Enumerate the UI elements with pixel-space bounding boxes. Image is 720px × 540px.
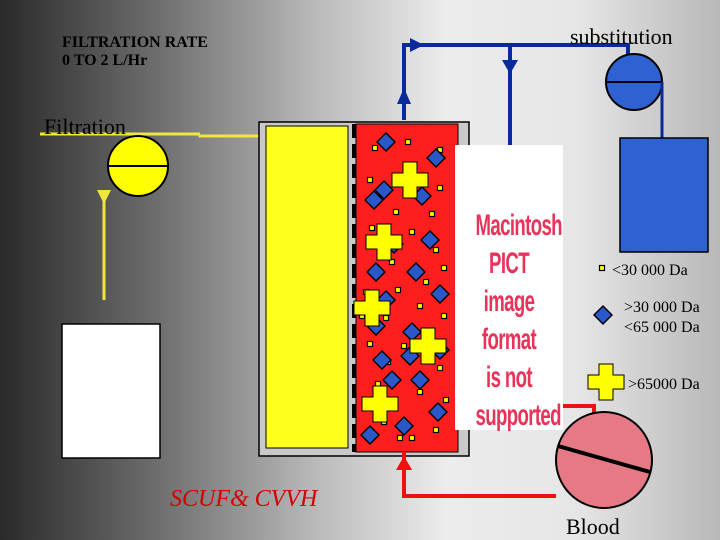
legend-large-icon (587, 363, 625, 401)
legend-small-label: <30 000 Da (612, 262, 688, 279)
legend-medium-label-2: <65 000 Da (624, 319, 700, 336)
legend-medium-icon (593, 305, 613, 325)
substitution-bag (619, 137, 709, 253)
substitution-line (397, 38, 630, 150)
pict-placeholder: Macintosh PICT image format is not suppo… (455, 145, 563, 432)
filtrate-compartment (265, 125, 349, 449)
legend-small-icon (598, 264, 606, 272)
diagram-title: SCUF& CVVH (170, 486, 318, 512)
filtration-rate-label: FILTRATION RATE (62, 34, 208, 51)
filtration-label: Filtration (44, 114, 126, 139)
substitution-pump-icon (605, 53, 664, 138)
legend-medium-label-1: >30 000 Da (624, 299, 700, 316)
effluent-bag (61, 323, 161, 459)
filtration-line (40, 132, 264, 300)
substitution-label: substitution (570, 24, 673, 49)
blood-label: Blood (566, 514, 620, 539)
legend-large-label: >65000 Da (628, 376, 700, 393)
filtration-pump-icon (107, 135, 169, 197)
pict-placeholder-text: Macintosh PICT image format is not suppo… (475, 207, 563, 435)
blood-pump-icon (555, 411, 653, 509)
pict-placeholder-line: Macintosh PICT (475, 209, 563, 280)
filtration-rate-value: 0 TO 2 L/Hr (62, 52, 148, 69)
pict-placeholder-line: image format (481, 285, 537, 356)
pict-placeholder-line: is not supported (475, 361, 562, 432)
